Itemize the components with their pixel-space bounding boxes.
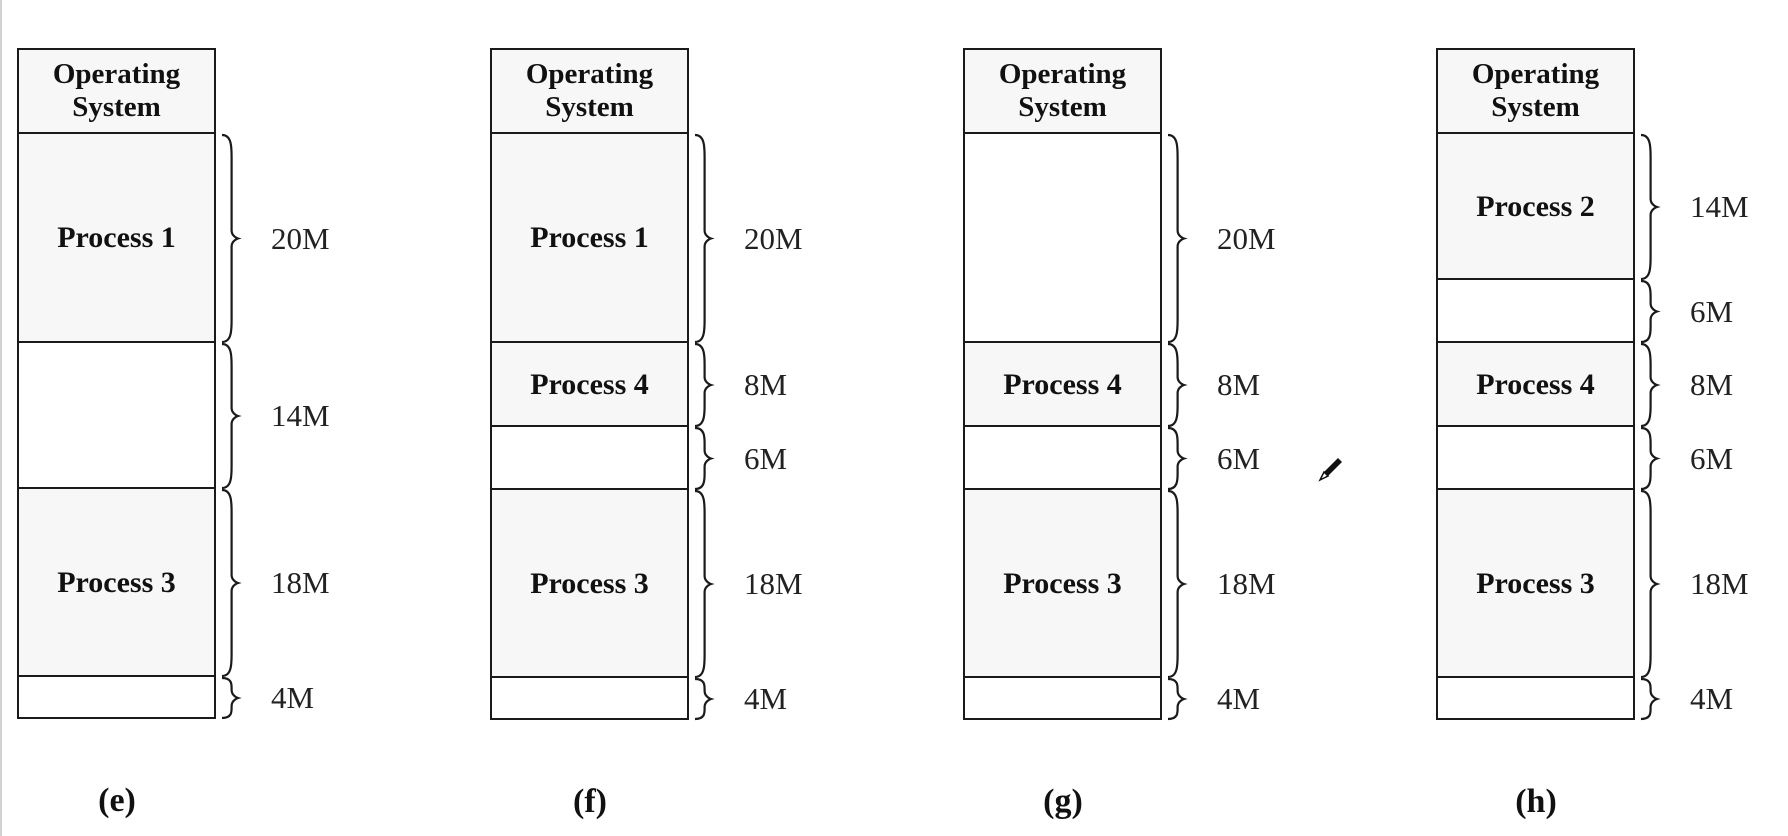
size-brace (1167, 489, 1188, 679)
size-label: 20M (271, 220, 330, 256)
size-brace (221, 342, 242, 490)
size-label: 8M (1217, 367, 1261, 402)
process-block: Process 1 (490, 132, 689, 343)
size-label: 6M (1690, 440, 1734, 476)
os-label-line1: Operating (998, 57, 1127, 90)
process-label: Process 4 (530, 367, 649, 401)
size-brace (1167, 677, 1188, 721)
size-brace (1640, 279, 1661, 344)
process-label: Process 3 (1003, 566, 1122, 600)
diagram-caption: (h) (1515, 783, 1557, 820)
size-label: 8M (744, 367, 788, 402)
os-label-line1: Operating (52, 57, 181, 90)
size-brace (694, 133, 715, 344)
size-brace (694, 342, 715, 428)
diagram-caption: (f) (573, 783, 607, 820)
process-block: Process 3 (1436, 488, 1635, 678)
size-label: 4M (1690, 681, 1734, 716)
diagram-caption: (g) (1043, 783, 1083, 820)
process-label: Process 1 (530, 221, 649, 254)
free-block (17, 675, 216, 719)
process-block: Process 3 (490, 488, 689, 678)
process-label: Process 4 (1003, 367, 1122, 401)
process-label: Process 3 (57, 565, 176, 599)
free-block (17, 341, 216, 489)
process-block: Process 4 (1436, 341, 1635, 427)
diagram-caption: (e) (98, 782, 136, 819)
os-label-line2: System (1018, 91, 1107, 123)
free-block (963, 132, 1162, 343)
os-label-line1: Operating (1471, 57, 1600, 90)
free-block (490, 425, 689, 490)
free-block (1436, 676, 1635, 720)
process-block: Process 3 (963, 488, 1162, 678)
size-brace (221, 676, 242, 720)
size-brace (1640, 489, 1661, 679)
left-edge-divider (0, 0, 2, 836)
size-label: 14M (271, 398, 330, 433)
free-block (963, 676, 1162, 720)
size-label: 6M (744, 440, 788, 476)
os-label-line2: System (72, 91, 161, 123)
process-label: Process 3 (530, 566, 649, 600)
size-label: 4M (271, 680, 315, 715)
size-brace (1167, 426, 1188, 491)
size-brace (1167, 133, 1188, 344)
process-label: Process 3 (1476, 566, 1595, 600)
size-label: 4M (744, 681, 788, 716)
process-block: Process 2 (1436, 132, 1635, 280)
process-label: Process 2 (1476, 189, 1595, 223)
free-block (490, 676, 689, 720)
size-label: 20M (1217, 220, 1276, 256)
process-label: Process 4 (1476, 367, 1595, 401)
size-label: 18M (271, 565, 330, 600)
os-label-line2: System (545, 91, 634, 123)
size-label: 20M (744, 220, 803, 256)
process-block: Process 3 (17, 487, 216, 677)
size-brace (221, 488, 242, 678)
process-block: Process 1 (17, 132, 216, 343)
size-label: 18M (1690, 566, 1749, 601)
size-label: 18M (744, 566, 803, 601)
os-label-line1: Operating (525, 57, 654, 90)
size-brace (694, 677, 715, 721)
pencil-icon (1318, 458, 1342, 482)
free-block (963, 425, 1162, 490)
size-brace (1640, 677, 1661, 721)
size-brace (1640, 426, 1661, 491)
process-block: Process 4 (490, 341, 689, 427)
size-label: 14M (1690, 189, 1749, 224)
size-brace (221, 133, 242, 344)
size-label: 6M (1217, 440, 1261, 476)
process-block: Process 4 (963, 341, 1162, 427)
size-label: 4M (1217, 681, 1261, 716)
os-label-line2: System (1491, 91, 1580, 123)
free-block (1436, 425, 1635, 490)
size-label: 6M (1690, 293, 1734, 329)
size-brace (694, 489, 715, 679)
size-brace (694, 426, 715, 491)
free-block (1436, 278, 1635, 343)
size-brace (1167, 342, 1188, 428)
size-label: 8M (1690, 367, 1734, 402)
size-brace (1640, 133, 1661, 281)
size-label: 18M (1217, 566, 1276, 601)
size-brace (1640, 342, 1661, 428)
process-label: Process 1 (57, 221, 176, 254)
